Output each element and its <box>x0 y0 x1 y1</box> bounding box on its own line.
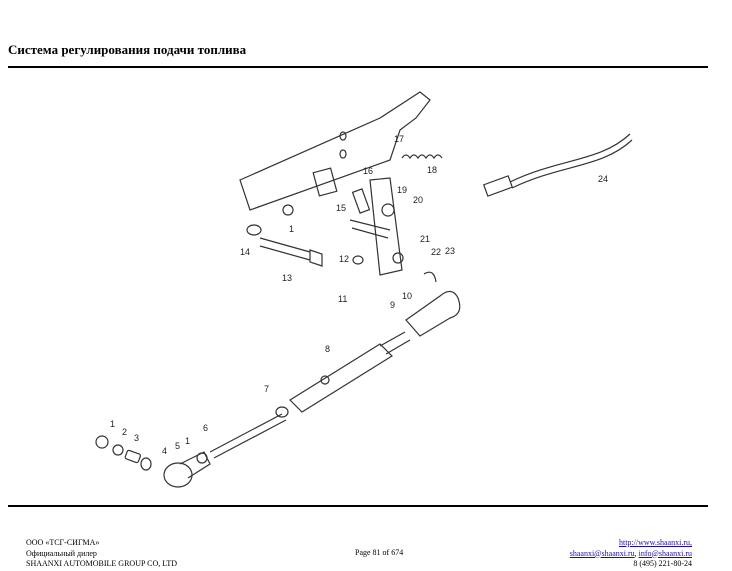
callout: 20 <box>413 195 423 205</box>
bolt <box>259 237 323 267</box>
callout: 4 <box>162 446 167 456</box>
callout: 1 <box>185 436 190 446</box>
email-link[interactable]: info@shaanxi.ru <box>638 548 692 558</box>
callout: 15 <box>336 203 346 213</box>
callout: 3 <box>134 433 139 443</box>
fuel-control-diagram: 1 2 3 4 5 1 6 7 8 9 10 11 12 1 13 14 15 … <box>40 70 700 502</box>
callout: 6 <box>203 423 208 433</box>
mounting-bracket <box>239 91 431 211</box>
callout: 11 <box>338 294 347 304</box>
callout: 12 <box>339 254 349 264</box>
callout: 23 <box>445 246 455 256</box>
callout: 7 <box>264 384 269 394</box>
dealer-label: Официальный дилер <box>26 548 97 558</box>
callout: 1 <box>110 419 115 429</box>
callout: 10 <box>402 291 412 301</box>
callout: 5 <box>175 441 180 451</box>
callout: 9 <box>390 300 395 310</box>
footer-divider <box>8 505 708 507</box>
phone-number: 8 (495) 221-80-24 <box>633 559 692 568</box>
header-divider <box>8 66 708 68</box>
callout: 24 <box>598 174 608 184</box>
callout: 19 <box>397 185 407 195</box>
callout: 2 <box>122 427 127 437</box>
adjusting-rod <box>289 343 393 413</box>
callout: 13 <box>282 273 292 283</box>
company-name: ООО «ТСГ-СИГМА» <box>26 538 100 547</box>
return-spring <box>401 154 443 160</box>
email-link[interactable]: shaanxi@shaanxi.ru <box>569 548 635 558</box>
callout: 18 <box>427 165 437 175</box>
callout: 21 <box>420 234 430 244</box>
website-link[interactable]: http://www.shaanxi.ru, <box>618 538 692 547</box>
footer-company-info: ООО «ТСГ-СИГМА» Официальный дилер SHAANX… <box>26 538 177 570</box>
callout: 17 <box>394 134 404 144</box>
footer-contacts: http://www.shaanxi.ru, shaanxi@shaanxi.r… <box>569 538 692 568</box>
ball-joint <box>405 290 461 337</box>
manufacturer-name: SHAANXI AUTOMOBILE GROUP CO, LTD <box>26 559 178 568</box>
throttle-lever <box>369 177 403 276</box>
callout: 1 <box>289 224 294 234</box>
page-title: Система регулирования подачи топлива <box>8 42 247 57</box>
callout: 8 <box>325 344 330 354</box>
throttle-cable <box>509 133 631 183</box>
page-number: Page 81 of 674 <box>355 548 404 557</box>
callout: 16 <box>363 166 373 176</box>
threaded-rod <box>209 413 287 459</box>
callout: 14 <box>240 247 250 257</box>
callout: 22 <box>431 247 441 257</box>
